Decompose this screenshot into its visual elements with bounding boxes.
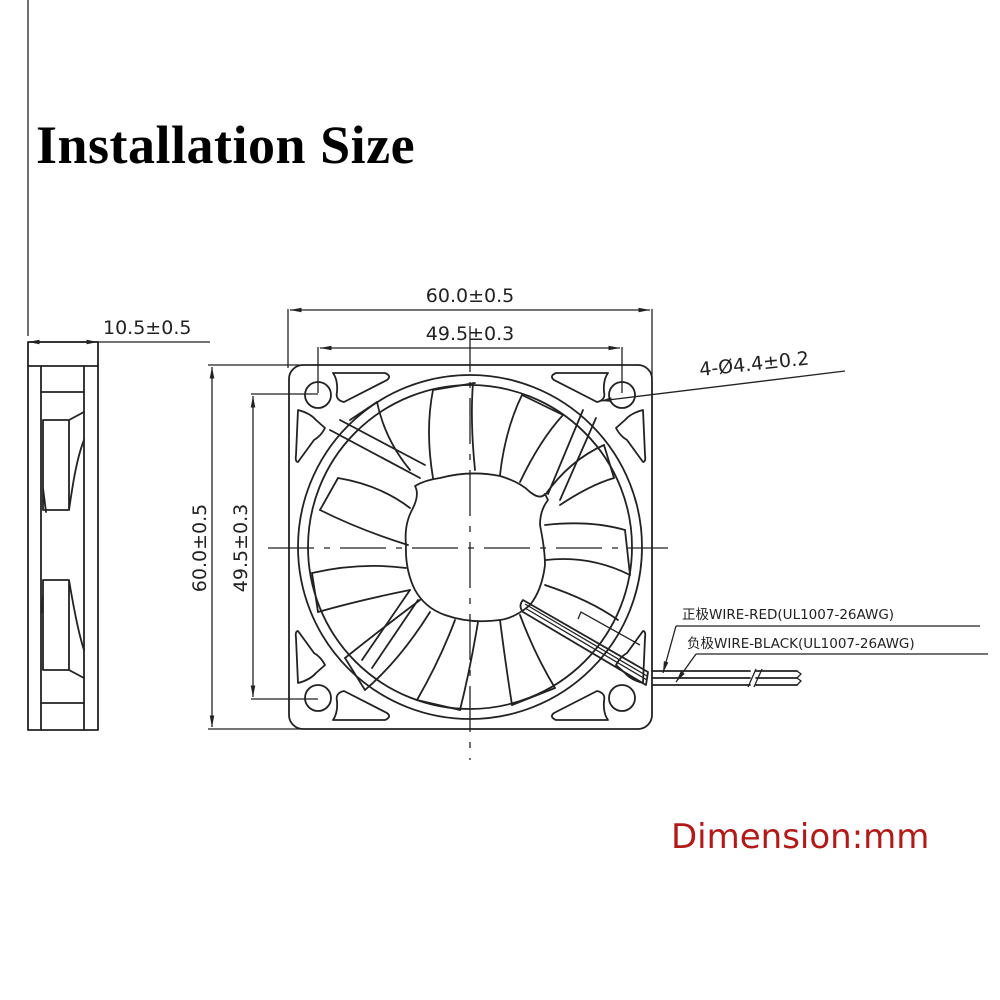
side-view: 10.5±0.5 xyxy=(27,0,210,731)
wires: 正极WIRE-RED(UL1007-26AWG) 负极WIRE-BLACK(UL… xyxy=(651,607,988,688)
overall-width-label: 60.0±0.5 xyxy=(426,285,514,307)
wire-red-label: 正极WIRE-RED(UL1007-26AWG) xyxy=(682,607,894,623)
fan-blades xyxy=(311,382,631,711)
front-view-fan xyxy=(268,326,668,760)
side-view-frame xyxy=(27,341,99,731)
wire-black-label: 负极WIRE-BLACK(UL1007-26AWG) xyxy=(687,636,915,652)
mounting-hole-bottom-right xyxy=(608,684,636,712)
mounting-hole-bottom-left xyxy=(304,684,332,712)
front-view-dimensions: 60.0±0.5 49.5±0.3 60.0±0.5 49.5±0.3 4-Ø4… xyxy=(189,285,846,730)
mounting-hole-top-left xyxy=(304,381,332,409)
mounting-hole-top-right xyxy=(608,381,636,409)
overall-height-label: 60.0±0.5 xyxy=(189,504,211,592)
hole-spacing-height-label: 49.5±0.3 xyxy=(230,504,252,592)
units-note: Dimension:mm xyxy=(671,817,930,857)
mounting-hole-leader xyxy=(599,370,846,402)
fan-hub xyxy=(404,472,549,623)
wire-channel xyxy=(519,599,649,686)
thickness-label: 10.5±0.5 xyxy=(103,317,191,339)
mounting-holes-label: 4-Ø4.4±0.2 xyxy=(698,348,810,381)
page-title: Installation Size xyxy=(36,115,416,175)
